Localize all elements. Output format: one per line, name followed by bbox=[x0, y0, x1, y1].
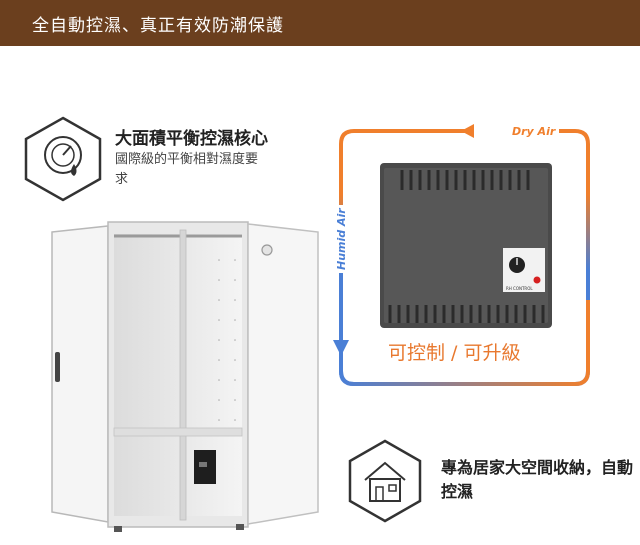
unit-caption: 可控制 / 可升級 bbox=[388, 342, 521, 364]
power-indicator-icon bbox=[533, 276, 541, 284]
bottom-vents bbox=[388, 305, 545, 323]
top-banner: 全自動控濕、真正有效防潮保護 bbox=[0, 0, 640, 46]
panel-label: RH CONTROL bbox=[506, 286, 533, 291]
humid-air-label: Humid Air bbox=[335, 208, 348, 270]
house-icon bbox=[348, 439, 422, 523]
control-panel bbox=[503, 248, 545, 292]
cabinet-shelf bbox=[113, 427, 243, 437]
gauge-icon bbox=[24, 116, 102, 202]
dry-air-arrow-icon bbox=[461, 124, 474, 138]
shelf-holes bbox=[218, 259, 236, 421]
dehumidifier-unit: RH CONTROL bbox=[380, 163, 552, 328]
feature-home-description: 專為居家大空間收納，自動控濕 bbox=[441, 458, 634, 501]
feature-area-title: 大面積平衡控濕核心 bbox=[115, 129, 268, 149]
left-door bbox=[51, 225, 109, 523]
humid-air-arrow-icon bbox=[333, 340, 349, 356]
feature-area-description: 國際級的平衡相對濕度要求 bbox=[115, 152, 259, 187]
lock-icon bbox=[261, 244, 273, 256]
door-handle-icon bbox=[55, 352, 60, 382]
right-door bbox=[247, 223, 319, 525]
top-vents bbox=[400, 170, 530, 190]
airflow-loop bbox=[333, 124, 590, 386]
dry-air-label: Dry Air bbox=[512, 125, 556, 138]
cabinet bbox=[51, 221, 319, 532]
banner-title: 全自動控濕、真正有效防潮保護 bbox=[32, 16, 284, 36]
